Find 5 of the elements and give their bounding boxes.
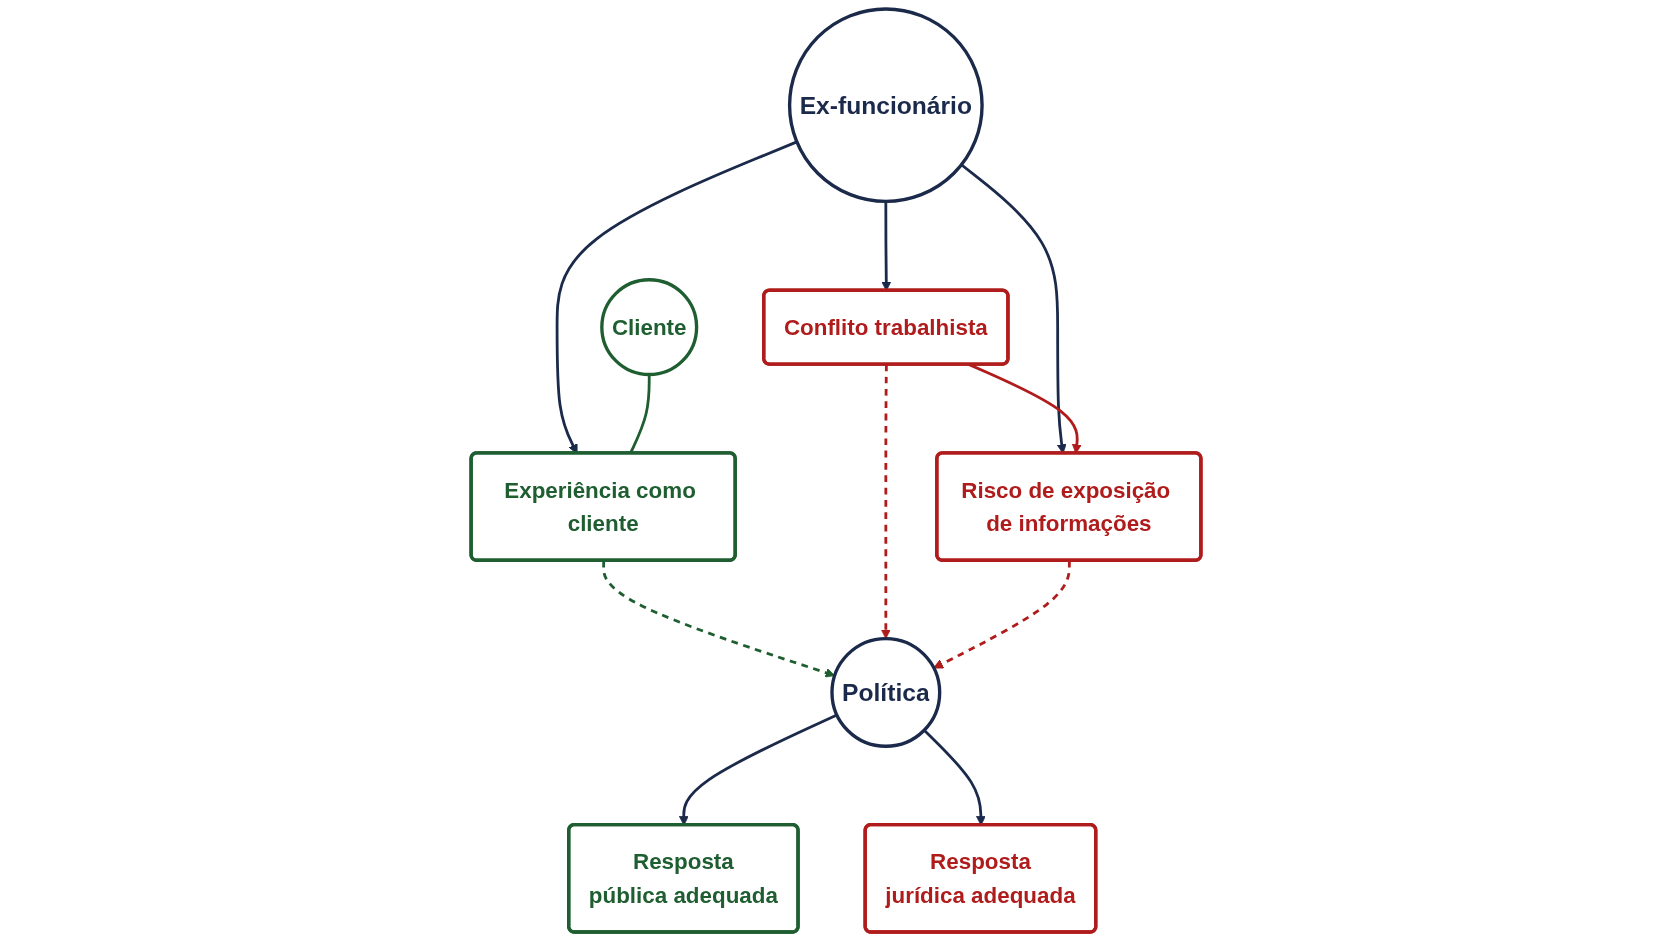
node-circle: Cliente — [600, 278, 699, 377]
arrow — [602, 560, 836, 678]
node-circle: Política — [830, 636, 942, 748]
node-circle: Ex-funcionário — [787, 7, 984, 204]
arrow — [933, 560, 1071, 669]
